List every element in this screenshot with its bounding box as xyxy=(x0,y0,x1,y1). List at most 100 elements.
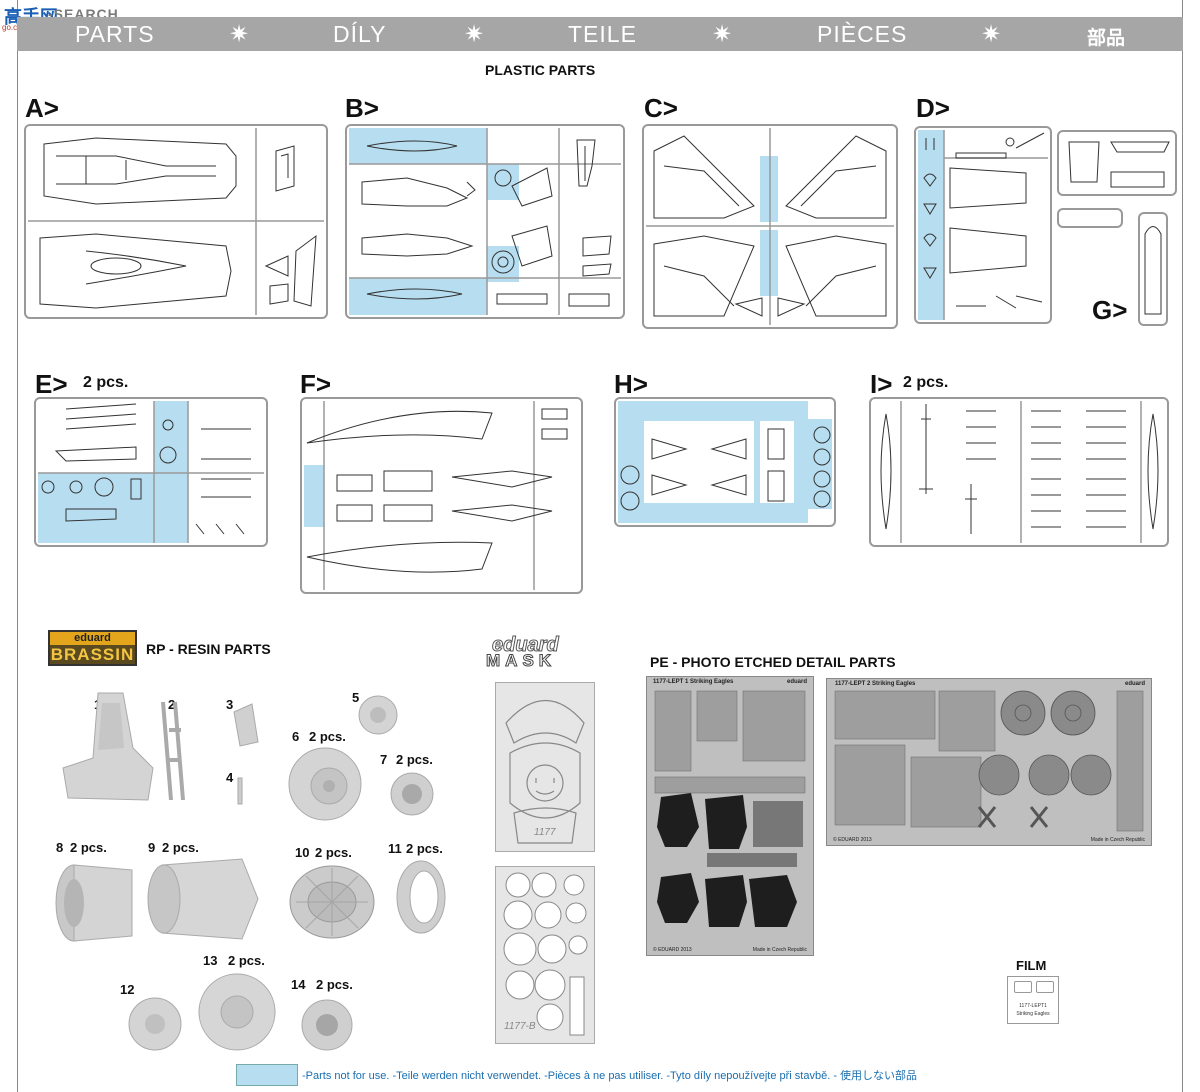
mask-logo: eduard MASK xyxy=(485,634,600,671)
film-title: FILM xyxy=(1016,958,1047,973)
resin-part-7-wheel xyxy=(390,772,434,816)
sprue-a-label: A> xyxy=(25,93,59,123)
header-dily: DÍLY xyxy=(333,21,387,47)
resin-part-9-exhaust xyxy=(147,858,259,940)
page-frame xyxy=(17,0,1183,1092)
film-sheet: 1177-LEPT1 Striking Eagles xyxy=(1007,976,1059,1024)
header-separator-icon: ✷ xyxy=(981,21,1002,48)
mask-sheet-2: 1177-B xyxy=(495,866,595,1044)
resin-part-10-num: 10 xyxy=(295,845,310,860)
resin-part-3-num: 3 xyxy=(226,697,234,712)
resin-part-7-num: 7 xyxy=(380,752,388,767)
sprue-b-drawing xyxy=(349,128,621,315)
sprue-g-canopy xyxy=(1138,212,1168,326)
header-pieces: PIÈCES xyxy=(817,21,908,47)
resin-part-3-panel xyxy=(233,703,259,747)
brassin-logo-bottom: BRASSIN xyxy=(50,645,135,664)
sprue-g-upper-drawing xyxy=(1068,141,1170,188)
not-used-area xyxy=(38,473,154,543)
film-line-2: Striking Eagles xyxy=(1016,1011,1050,1017)
mask-logo-top: eduard xyxy=(492,634,560,657)
mask-sheet-2-drawing xyxy=(503,872,588,1036)
not-used-area xyxy=(487,164,519,200)
header-buhin: 部品 xyxy=(1087,28,1126,49)
sprue-b-label: B> xyxy=(345,93,379,123)
not-used-area xyxy=(304,465,324,527)
sprue-c-label: C> xyxy=(644,93,678,123)
resin-part-2-rails xyxy=(161,701,185,801)
resin-part-2-num: 2 xyxy=(168,697,176,712)
resin-part-12-wheel xyxy=(128,997,182,1051)
resin-part-14-qty: 2 pcs. xyxy=(316,977,353,992)
resin-part-10-qty: 2 pcs. xyxy=(315,845,352,860)
film-line-1: 1177-LEPT1 xyxy=(1019,1003,1047,1009)
pe-fret-1: 1177-LEPT 1 Striking Eagles eduard © EDU… xyxy=(646,676,814,956)
not-used-area xyxy=(349,278,487,315)
mask-logo-bottom: MASK xyxy=(485,651,557,671)
resin-part-6-num: 6 xyxy=(292,729,300,744)
sprue-d xyxy=(914,126,1052,324)
resin-part-8-nozzle xyxy=(55,864,133,942)
pe-fret-2: 1177-LEPT 2 Striking Eagles eduard © EDU… xyxy=(826,678,1152,846)
pe-fret-2-footer-right: Made in Czech Republic xyxy=(1090,837,1145,843)
not-used-area xyxy=(760,156,778,222)
sprue-i-drawing xyxy=(880,401,1159,543)
sprue-i xyxy=(869,397,1169,547)
sprue-f-drawing xyxy=(304,401,568,590)
resin-part-13-qty: 2 pcs. xyxy=(228,953,265,968)
used-area xyxy=(760,421,794,503)
sprue-g-label: G> xyxy=(1092,295,1128,325)
resin-part-9-num: 9 xyxy=(148,840,156,855)
sprue-g-bar xyxy=(1057,208,1123,228)
brassin-logo: eduard BRASSIN xyxy=(48,630,137,666)
resin-part-5-num: 5 xyxy=(352,690,360,705)
resin-parts-title: RP - RESIN PARTS xyxy=(146,641,271,657)
pe-fret-2-footer-left: © EDUARD 2013 xyxy=(833,837,872,843)
resin-part-14-num: 14 xyxy=(291,977,306,992)
sprue-a-drawing xyxy=(28,128,324,315)
resin-part-1-seat xyxy=(62,692,154,801)
pe-fret-2-title: 1177-LEPT 2 Striking Eagles xyxy=(835,681,916,687)
used-area xyxy=(644,421,754,503)
brassin-logo-top: eduard xyxy=(50,632,135,645)
resin-part-4-num: 4 xyxy=(226,770,234,785)
resin-part-11-ring xyxy=(396,860,446,934)
resin-part-8-num: 8 xyxy=(56,840,64,855)
sprue-c xyxy=(642,124,898,329)
sprue-h xyxy=(614,397,836,527)
mask-sheet-1-label: 1177 xyxy=(534,827,556,838)
sprue-e xyxy=(34,397,268,547)
resin-part-11-qty: 2 pcs. xyxy=(406,841,443,856)
sprue-i-label: I> xyxy=(870,369,893,399)
resin-part-12-num: 12 xyxy=(120,982,135,997)
sprue-e-label: E> xyxy=(35,369,68,399)
not-used-area xyxy=(349,128,487,164)
resin-part-9-qty: 2 pcs. xyxy=(162,840,199,855)
resin-part-7-qty: 2 pcs. xyxy=(396,752,433,767)
pe-fret-1-brand: eduard xyxy=(786,679,807,685)
sprue-i-qty: 2 pcs. xyxy=(903,374,949,391)
sprue-g-upper xyxy=(1057,130,1177,196)
resin-part-4-lever xyxy=(237,777,243,805)
mask-sheet-1-drawing xyxy=(505,700,585,844)
sprue-g-canopy-drawing xyxy=(1144,226,1162,315)
sprue-c-drawing xyxy=(646,128,894,325)
header-bar: PARTS ✷ DÍLY ✷ TEILE ✷ PIÈCES ✷ 部品 xyxy=(17,17,1183,51)
pe-fret-1-footer-left: © EDUARD 2013 xyxy=(653,947,692,953)
header-separator-icon: ✷ xyxy=(464,21,485,48)
resin-part-8-qty: 2 pcs. xyxy=(70,840,107,855)
sprue-f-label: F> xyxy=(300,369,332,399)
resin-part-14-wheel xyxy=(301,999,353,1051)
resin-part-13-wheel xyxy=(198,973,276,1051)
mask-sheet-2-label: 1177-B xyxy=(504,1021,536,1032)
not-used-legend-text: -Parts not for use. -Teile werden nicht … xyxy=(302,1070,918,1082)
sprue-b xyxy=(345,124,625,319)
not-used-area xyxy=(760,230,778,296)
pe-fret-1-footer-right: Made in Czech Republic xyxy=(752,947,807,953)
resin-part-5-wheel xyxy=(358,695,398,735)
sprue-f xyxy=(300,397,583,594)
resin-part-10-turbine xyxy=(289,865,375,939)
sprue-e-qty: 2 pcs. xyxy=(83,374,129,391)
not-used-area xyxy=(154,401,188,543)
pe-fret-2-brand: eduard xyxy=(1124,681,1145,687)
